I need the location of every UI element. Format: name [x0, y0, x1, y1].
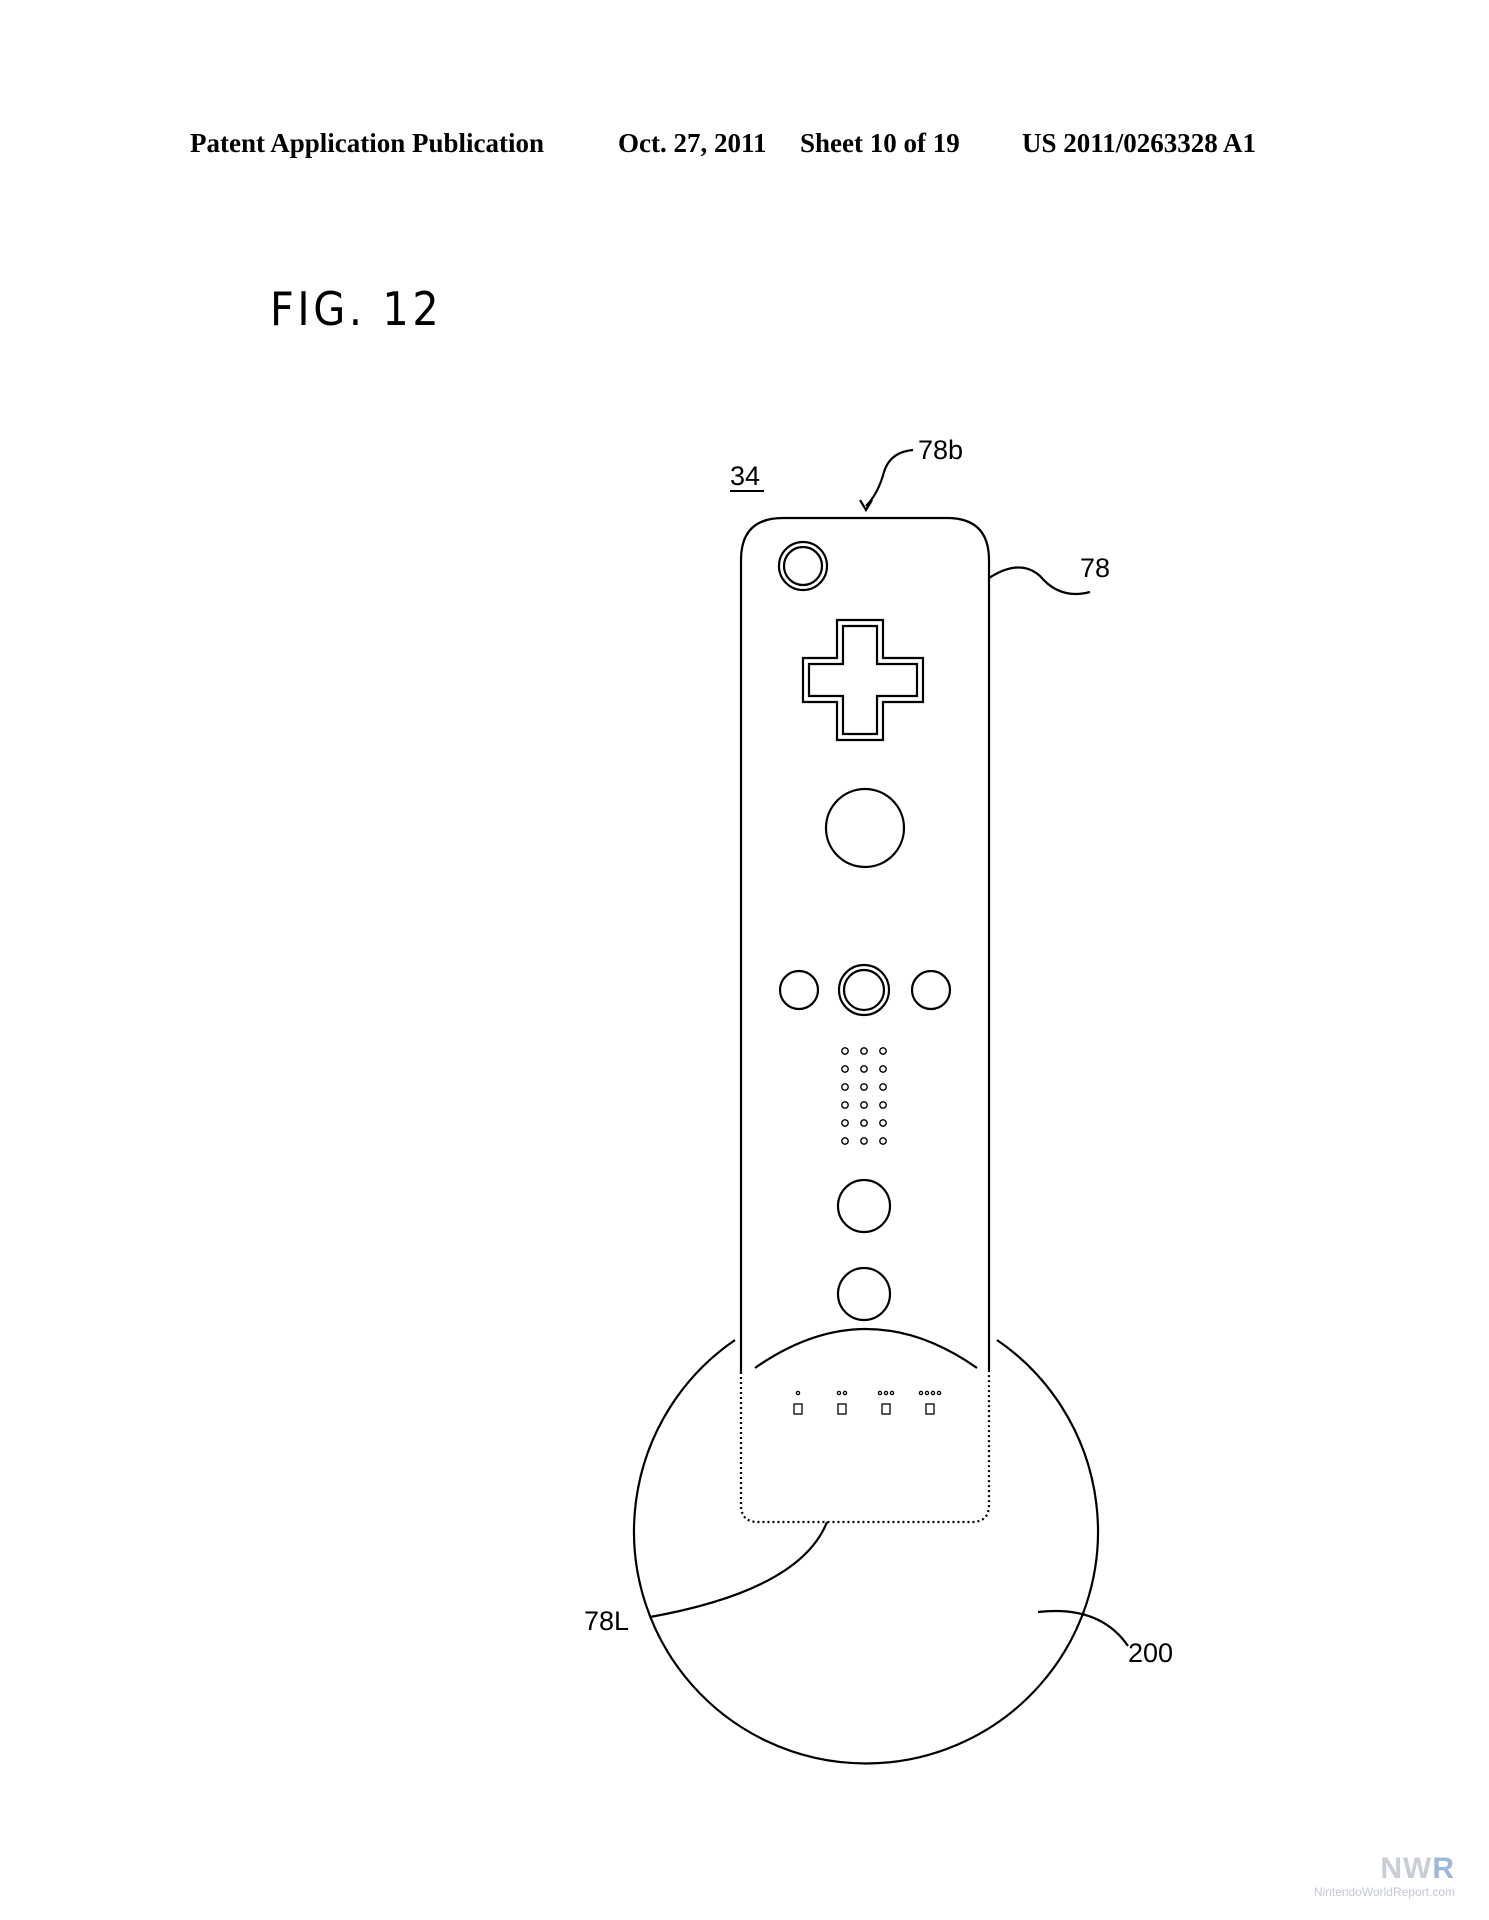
stand-body — [632, 1339, 1100, 1765]
leader-78L — [649, 1521, 829, 1619]
label-78: 78 — [1080, 553, 1110, 583]
leader-78 — [988, 566, 1091, 596]
leader-200 — [1037, 1609, 1129, 1647]
watermark-site-b: Report.com — [1392, 1885, 1455, 1899]
watermark-logo-r: R — [1432, 1852, 1455, 1885]
watermark: NWR NintendoWorldReport.com — [1314, 1854, 1455, 1899]
controller-housing — [739, 516, 991, 1372]
watermark-site-a: NintendoWorld — [1313, 1885, 1393, 1899]
publication-type: Patent Application Publication — [190, 128, 545, 158]
controller-bottom-portion — [739, 1372, 991, 1524]
patent-number: US 2011/0263328 A1 — [1022, 128, 1257, 158]
two-button — [836, 1266, 892, 1322]
power-button — [777, 540, 829, 592]
plus-button — [910, 969, 952, 1011]
page-header: Patent Application Publication Oct. 27, … — [0, 128, 1489, 168]
one-button — [836, 1178, 892, 1234]
home-button — [837, 963, 891, 1017]
label-78L: 78L — [584, 1606, 629, 1636]
dpad-icon — [801, 618, 925, 742]
label-34: 34 — [730, 461, 760, 491]
figure-title: FIG. 12 — [270, 282, 443, 336]
publication-date: Oct. 27, 2011 — [618, 128, 767, 158]
minus-button — [778, 969, 820, 1011]
label-200: 200 — [1128, 1638, 1173, 1668]
watermark-logo: NWR — [1314, 1854, 1455, 1884]
speaker-grille — [841, 1047, 887, 1145]
watermark-logo-nw: NW — [1380, 1852, 1433, 1885]
player-leds — [793, 1390, 942, 1415]
stand-cradle-curve — [754, 1327, 978, 1369]
leader-78b-arrow — [859, 499, 873, 513]
label-78b: 78b — [918, 435, 963, 465]
a-button — [824, 787, 906, 869]
watermark-site: NintendoWorldReport.com — [1314, 1886, 1455, 1898]
leader-78b — [865, 448, 914, 507]
sheet-number: Sheet 10 of 19 — [800, 128, 960, 158]
